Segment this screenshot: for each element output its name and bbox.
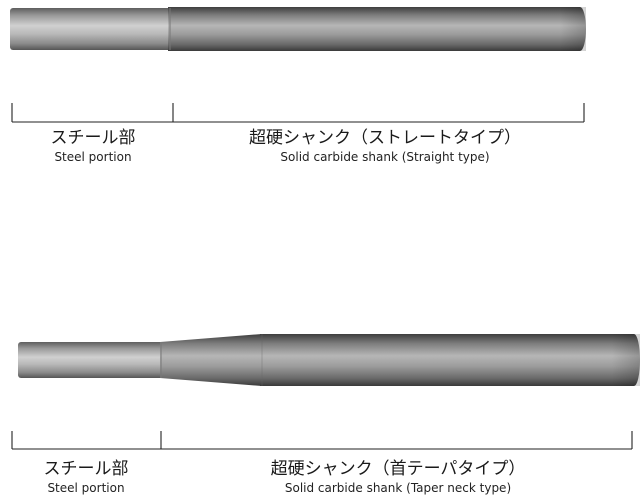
straight-steel-portion	[10, 8, 172, 50]
straight-carbide-label-en: Solid carbide shank (Straight type)	[280, 150, 490, 164]
straight-steel-label-en: Steel portion	[54, 150, 132, 164]
taper-steel-label-en: Steel portion	[47, 481, 125, 495]
taper-carbide-label-jp: 超硬シャンク（首テーパタイプ）	[270, 459, 526, 479]
straight-steel-label-jp: スチール部	[50, 128, 136, 148]
taper-carbide-portion	[260, 334, 634, 386]
straight-bracket	[11, 103, 585, 123]
taper-shank-rod	[18, 334, 640, 386]
taper-bracket	[11, 431, 633, 450]
taper-steel-portion	[18, 342, 164, 378]
straight-carbide-label-jp: 超硬シャンク（ストレートタイプ）	[249, 128, 521, 148]
taper-carbide-label-en: Solid carbide shank (Taper neck type)	[284, 481, 512, 495]
straight-carbide-portion	[168, 7, 580, 51]
straight-shank-rod	[10, 7, 586, 51]
taper-neck-section	[160, 334, 262, 386]
taper-steel-label-jp: スチール部	[43, 459, 129, 479]
